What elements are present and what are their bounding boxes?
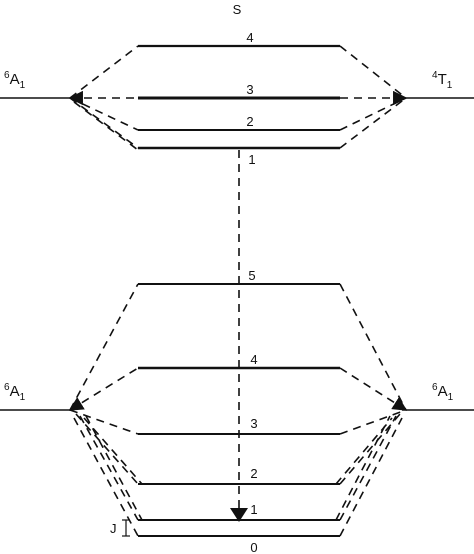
lower-dash-right [339,413,401,485]
lower-dash-left [75,413,139,485]
upper-level-label: 1 [248,152,255,167]
transition-arrowhead [230,508,248,522]
upper-dash-left [73,101,139,151]
lower-left-term-label: 6A1 [4,382,26,403]
lower-dash-right [335,415,391,521]
lower-level-label: 0 [250,540,257,554]
exchange-label: J [110,521,117,536]
lower-dash-right [339,409,407,435]
lower-level-label: 4 [250,352,257,367]
lower-dash-left [69,283,139,411]
lower-right-term-label: 6A1 [432,382,454,403]
lower-dash-right-arrow [339,367,408,411]
lower-dash-left-arrow [68,367,139,411]
lower-dash-left [73,417,139,537]
lower-dash-left [85,415,143,521]
lower-level-label: 5 [248,268,255,283]
upper-level-label: 2 [246,114,253,129]
upper-dash-right [339,97,407,149]
lower-dash-left [83,417,143,485]
upper-dash-right [339,97,407,131]
lower-dash-right [339,417,403,537]
upper-dash-left [69,97,139,131]
lower-dash-right [339,415,397,521]
lower-dash-right [339,283,407,411]
upper-dash-left [69,97,139,149]
spin-label: S [233,2,242,17]
lower-dash-left [69,409,139,435]
upper-dash-left [69,45,139,99]
upper-level-label: 3 [246,82,253,97]
lower-level-label: 2 [250,466,257,481]
upper-dash-right [339,45,407,99]
upper-left-term-label: 6A1 [4,70,26,91]
upper-right-term-label: 4T1 [432,70,453,91]
lower-level-label: 3 [250,416,257,431]
lower-level-label: 1 [250,502,257,517]
upper-level-label: 4 [246,30,253,45]
lower-dash-left [79,415,139,521]
lower-dash-right [335,417,393,485]
